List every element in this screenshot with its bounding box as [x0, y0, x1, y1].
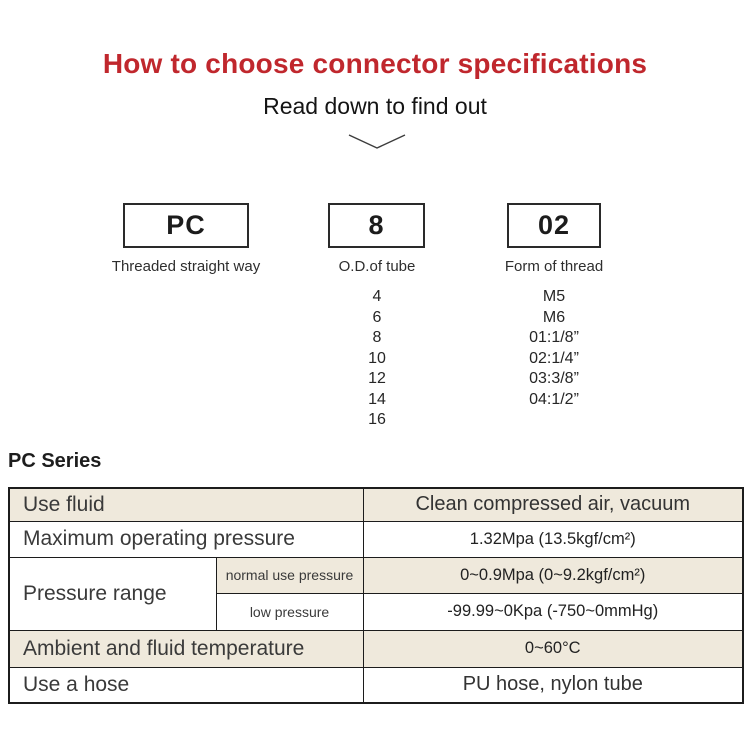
- sub-row-label: normal use pressure: [215, 556, 364, 594]
- table-row: Ambient and fluid temperature 0~60°C: [8, 629, 744, 668]
- series-heading: PC Series: [8, 450, 102, 472]
- list-item: 6: [372, 308, 382, 326]
- list-item: 4: [372, 288, 382, 305]
- list-item: 04:1/2”: [529, 390, 579, 408]
- chevron-down-icon: [348, 134, 406, 149]
- sub-row-value: 0~0.9Mpa (0~9.2kgf/cm²): [362, 556, 744, 594]
- row-label: Maximum operating pressure: [8, 520, 364, 558]
- tube-od-code: 8: [368, 210, 385, 240]
- list-item: 01:1/8”: [529, 329, 579, 346]
- tube-od-option-list: 4 6 8 10 12 14 16: [277, 287, 477, 431]
- row-label: Ambient and fluid temperature: [8, 629, 364, 668]
- row-label: Pressure range: [8, 556, 217, 631]
- thread-option-list: M5 M6 01:1/8” 02:1/4” 03:3/8” 04:1/2”: [454, 287, 654, 410]
- thread-code-box: 02: [507, 203, 601, 248]
- sub-row-value: -99.99~0Kpa (-750~0mmHg): [362, 592, 744, 631]
- list-item: M6: [542, 308, 566, 326]
- series-code-box: PC: [123, 203, 249, 248]
- row-value: 1.32Mpa (13.5kgf/cm²): [362, 520, 744, 558]
- table-row: Use fluid Clean compressed air, vacuum: [8, 487, 744, 522]
- list-item: 03:3/8”: [529, 370, 579, 387]
- list-item: M5: [542, 288, 566, 305]
- list-item: 16: [368, 411, 386, 428]
- row-value: 0~60°C: [362, 629, 744, 668]
- page-subtitle: Read down to find out: [263, 93, 487, 119]
- list-item: 14: [368, 390, 386, 408]
- thread-label: Form of thread: [504, 258, 604, 275]
- list-item: 12: [368, 370, 386, 387]
- table-row: Use a hose PU hose, nylon tube: [8, 666, 744, 704]
- sub-row-label: low pressure: [215, 592, 364, 631]
- table-row: Maximum operating pressure 1.32Mpa (13.5…: [8, 520, 744, 558]
- row-label: Use a hose: [8, 666, 364, 704]
- thread-code: 02: [537, 210, 571, 240]
- row-value: PU hose, nylon tube: [362, 666, 744, 704]
- tube-od-code-box: 8: [328, 203, 425, 248]
- tube-od-label: O.D.of tube: [338, 258, 416, 275]
- row-value: Clean compressed air, vacuum: [362, 487, 744, 522]
- spec-table: Use fluid Clean compressed air, vacuum M…: [8, 487, 745, 704]
- list-item: 10: [368, 349, 386, 367]
- row-label: Use fluid: [8, 487, 364, 522]
- page-title: How to choose connector specifications: [102, 48, 648, 79]
- table-row: low pressure -99.99~0Kpa (-750~0mmHg): [9, 592, 744, 631]
- list-item: 8: [372, 329, 382, 346]
- series-code-label: Threaded straight way: [111, 258, 261, 275]
- list-item: 02:1/4”: [529, 349, 579, 367]
- table-row: Pressure range normal use pressure 0~0.9…: [8, 556, 744, 631]
- series-code: PC: [166, 210, 206, 240]
